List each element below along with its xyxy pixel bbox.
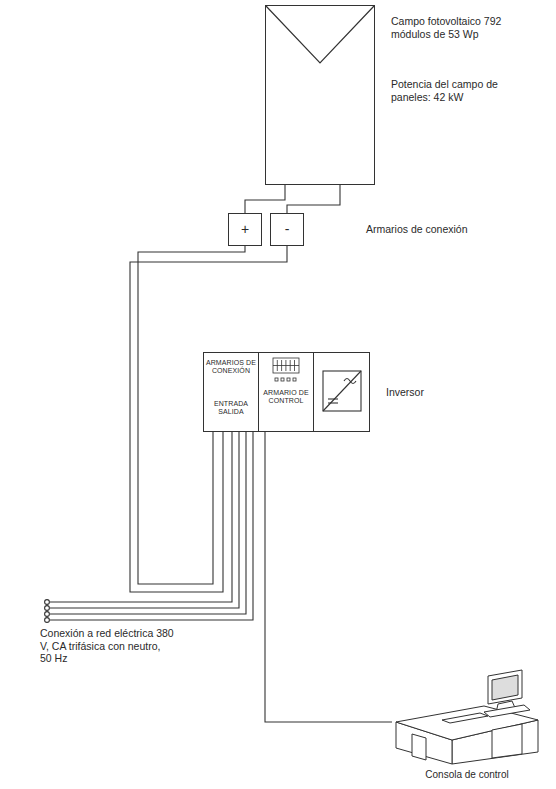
connection-section: ARMARIOS DE CONEXIÓN ENTRADA SALIDA [204, 353, 259, 431]
node-text: - [271, 221, 303, 238]
control-panel-icon [259, 355, 314, 389]
control-console: Consola de control [392, 660, 542, 786]
display-grid [273, 358, 299, 381]
control-section: ARMARIO DE CONTROL [259, 353, 314, 431]
node-text: + [229, 221, 261, 238]
node-text: ENTRADA SALIDA [205, 400, 257, 417]
panel-symbol [265, 5, 375, 185]
cable-line [245, 185, 285, 213]
three-phase-wires [45, 432, 253, 622]
cable-line [265, 431, 392, 722]
cable-line [287, 185, 340, 213]
node-text: Campo fotovoltaico 792 módulos de 53 Wp [391, 15, 511, 40]
terminal-box: + [228, 213, 262, 246]
annotation-label: Conexión a red eléctrica 380 V, CA trifá… [40, 627, 174, 665]
terminal-box: - [270, 213, 304, 246]
node-text: ARMARIO DE CONTROL [260, 389, 312, 406]
node-text: Inversor [386, 386, 456, 399]
inverter-cabinet: InversorARMARIOS DE CONEXIÓNENTRADA SALI… [203, 352, 370, 432]
node-text: Potencia del campo de paneles: 42 kW [391, 78, 511, 103]
panel-mark [266, 6, 374, 63]
node-text: ARMARIOS DE CONEXIÓN [205, 359, 257, 376]
inverter-symbol [314, 353, 369, 431]
annotation-label: Armarios de conexión [366, 223, 516, 236]
pv-field-box: Campo fotovoltaico 792 módulos de 53 WpP… [265, 5, 375, 185]
desk-drawing [392, 660, 542, 766]
dc-ac-symbol [323, 371, 361, 411]
node-text: Consola de control [392, 769, 542, 781]
desk-and-computer [396, 670, 538, 764]
